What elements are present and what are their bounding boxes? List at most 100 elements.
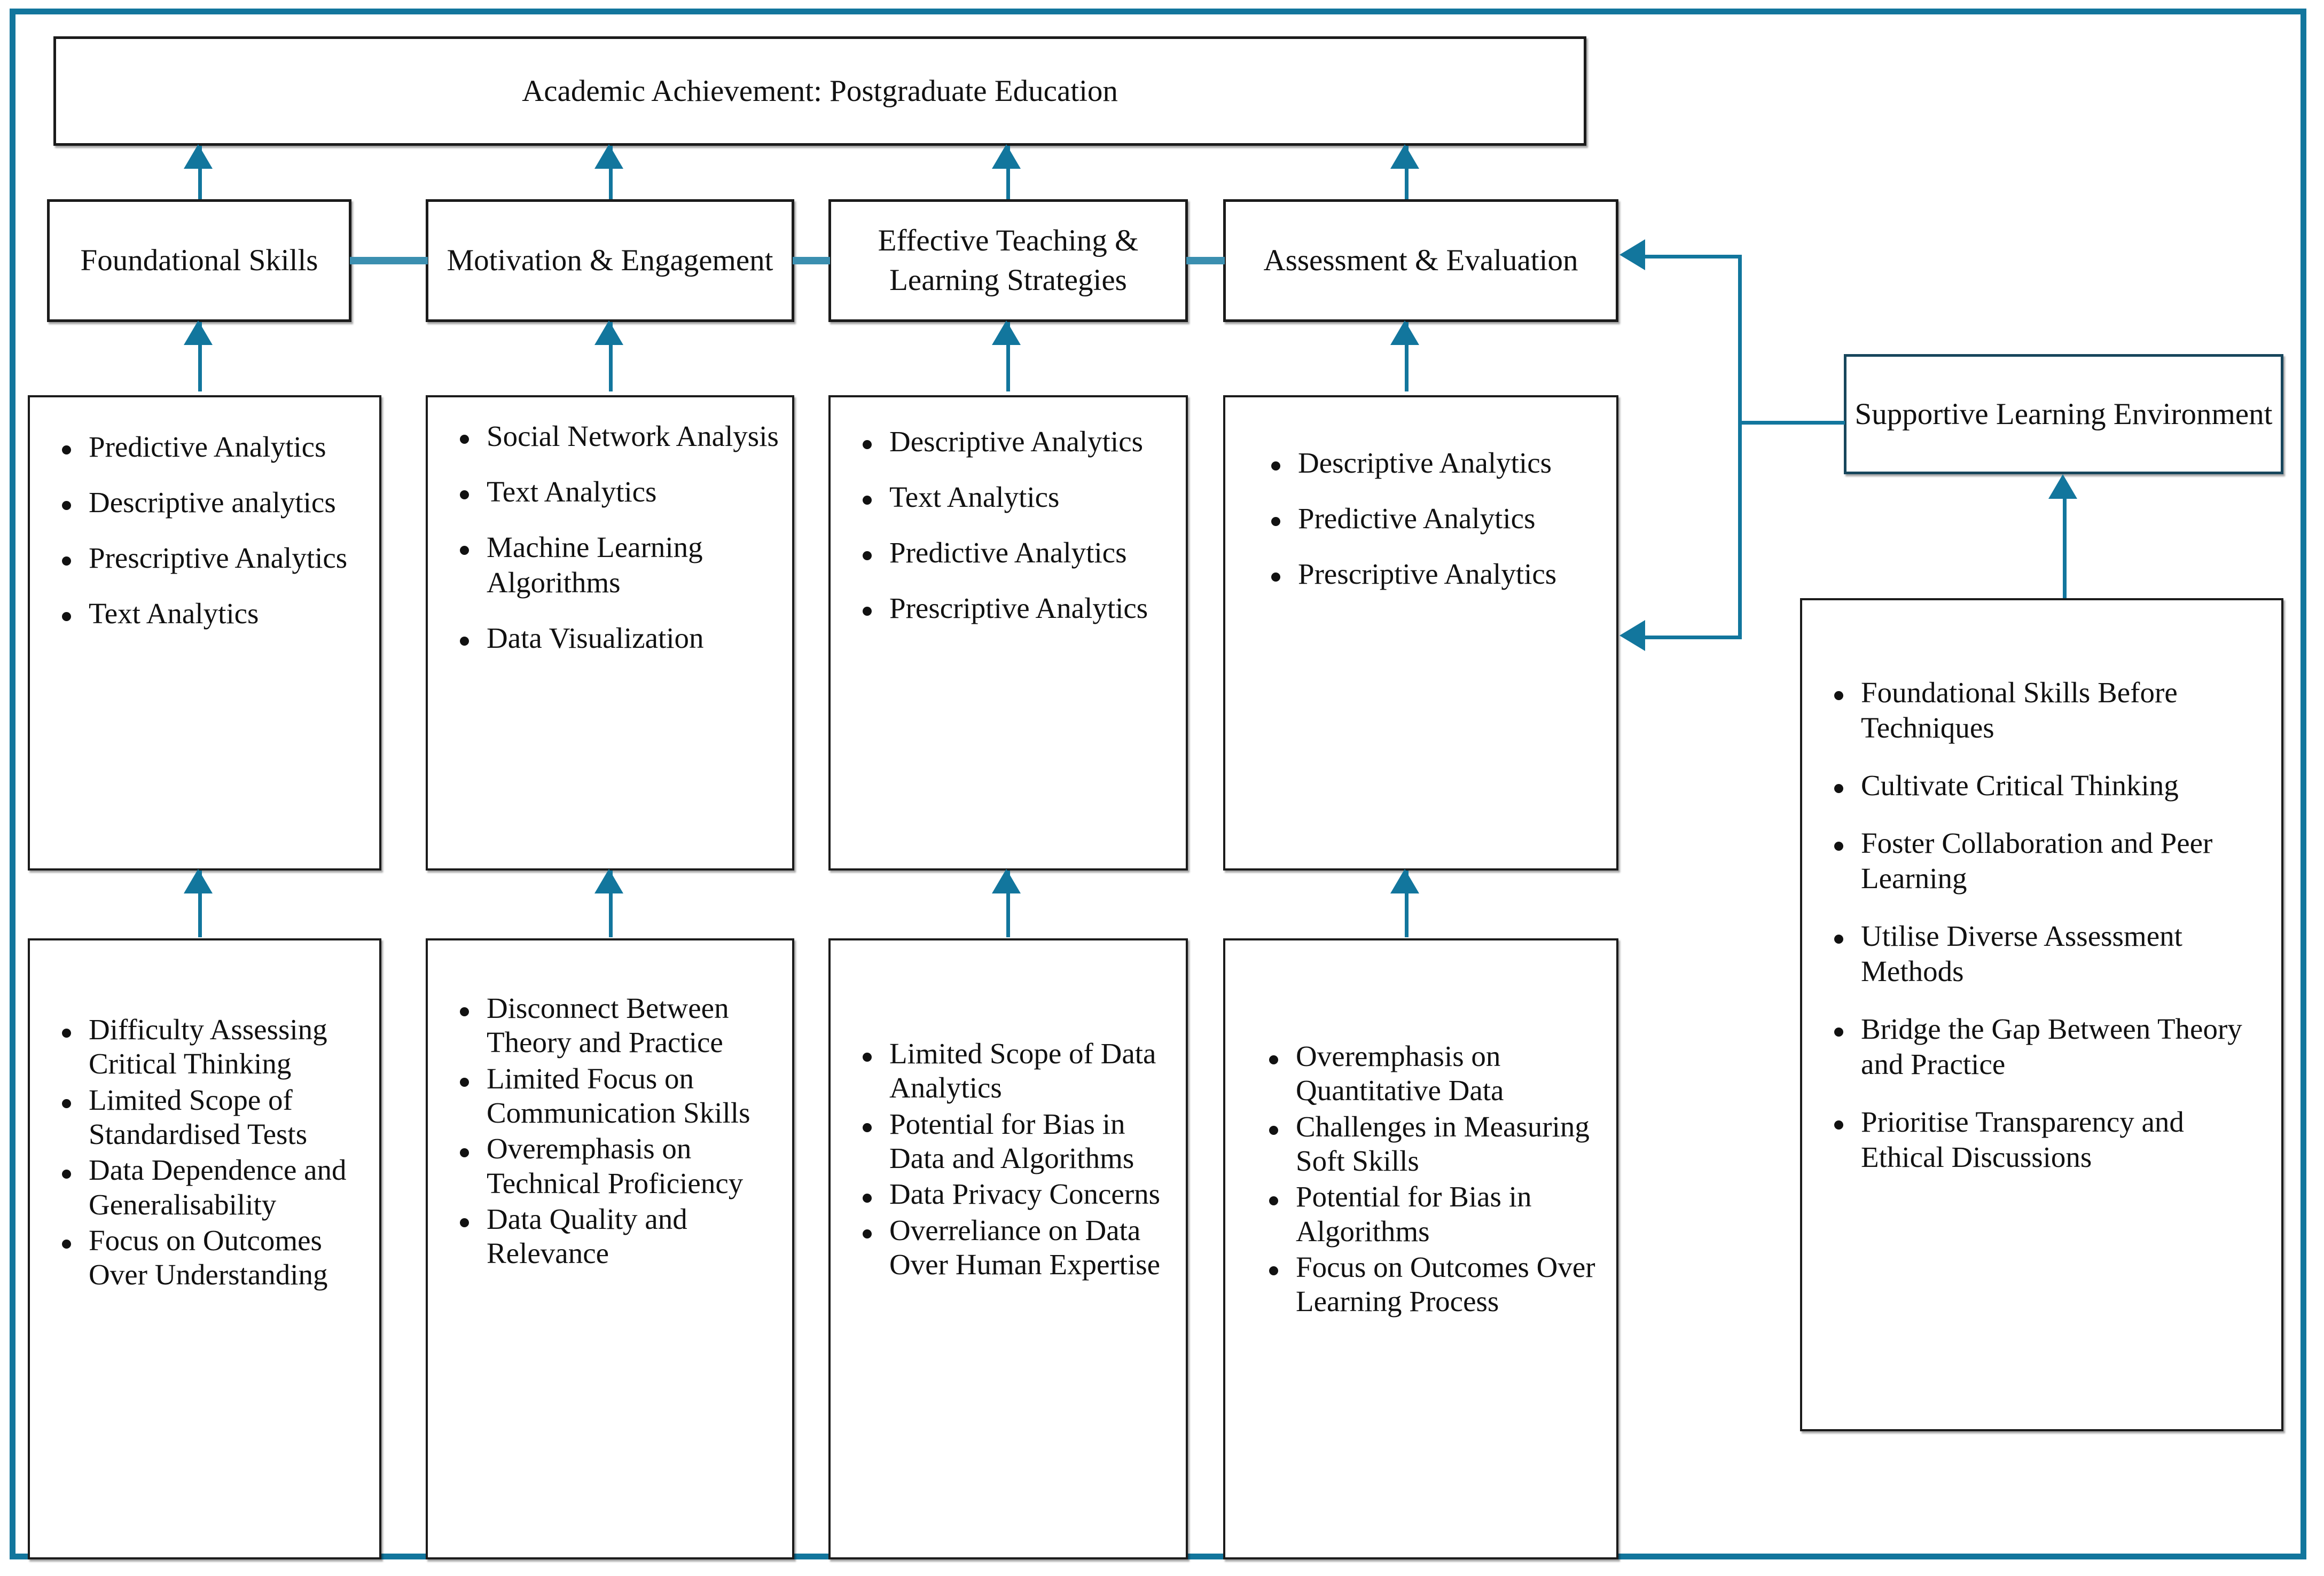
- arrow-up-limitation-4: [1390, 869, 1419, 893]
- limitations-box-assessment-evaluation[interactable]: Overemphasis on Quantitative Data Challe…: [1223, 938, 1618, 1559]
- pillar-link-1-2: [350, 257, 428, 264]
- connector-line-recommendations: [2063, 497, 2067, 598]
- limitations-list-1: Difficulty Assessing Critical Thinking L…: [53, 1013, 370, 1294]
- list-item: Text Analytics: [451, 474, 779, 509]
- arrow-up-analytics-3: [992, 320, 1021, 345]
- feedback-line-to-analytics-4: [1645, 636, 1740, 639]
- list-item: Prescriptive Analytics: [1263, 556, 1603, 592]
- pillar-label: Assessment & Evaluation: [1263, 243, 1578, 277]
- list-item: Data Quality and Relevance: [451, 1202, 783, 1271]
- list-item: Predictive Analytics: [53, 429, 366, 465]
- list-item: Data Visualization: [451, 621, 779, 656]
- analytics-list-3: Descriptive Analytics Text Analytics Pre…: [854, 424, 1173, 646]
- arrow-left-to-assessment-pillar: [1619, 239, 1645, 270]
- connector-line-analytics-2: [609, 322, 613, 391]
- pillar-label: Effective Teaching & Learning Strategies: [878, 223, 1139, 297]
- list-item: Social Network Analysis: [451, 419, 779, 454]
- analytics-box-foundational-skills[interactable]: Predictive Analytics Descriptive analyti…: [28, 395, 381, 871]
- connector-line-pillar-1: [198, 146, 202, 199]
- connector-line-analytics-4: [1405, 322, 1409, 391]
- connector-line-pillar-3: [1006, 146, 1010, 199]
- limitations-list-3: Limited Scope of Data Analytics Potentia…: [854, 1037, 1176, 1283]
- recommendations-list: Foundational Skills Before Techniques Cu…: [1826, 675, 2265, 1197]
- arrow-up-pillar-1: [184, 144, 213, 169]
- top-outcome-box[interactable]: Academic Achievement: Postgraduate Educa…: [53, 36, 1586, 146]
- limitations-box-effective-teaching[interactable]: Limited Scope of Data Analytics Potentia…: [828, 938, 1188, 1559]
- support-title: Supportive Learning Environment: [1854, 397, 2273, 431]
- arrow-up-pillar-4: [1390, 144, 1419, 169]
- list-item: Overemphasis on Technical Proficiency: [451, 1132, 783, 1201]
- list-item: Overemphasis on Quantitative Data: [1261, 1039, 1607, 1108]
- limitations-box-foundational-skills[interactable]: Difficulty Assessing Critical Thinking L…: [28, 938, 381, 1559]
- arrow-up-recommendations: [2048, 474, 2077, 499]
- arrow-up-limitation-2: [594, 869, 623, 893]
- list-item: Data Dependence and Generalisability: [53, 1153, 370, 1222]
- pillar-label: Motivation & Engagement: [447, 243, 773, 277]
- arrow-up-analytics-2: [594, 320, 623, 345]
- list-item: Limited Scope of Standardised Tests: [53, 1083, 370, 1152]
- arrow-up-limitation-3: [992, 869, 1021, 893]
- recommendations-box[interactable]: Foundational Skills Before Techniques Cu…: [1800, 598, 2283, 1431]
- limitations-list-4: Overemphasis on Quantitative Data Challe…: [1261, 1039, 1607, 1321]
- analytics-list-4: Descriptive Analytics Predictive Analyti…: [1263, 445, 1603, 612]
- list-item: Text Analytics: [854, 480, 1173, 515]
- arrow-up-pillar-3: [992, 144, 1021, 169]
- pillar-box-motivation-engagement[interactable]: Motivation & Engagement: [426, 199, 794, 322]
- list-item: Potential for Bias in Data and Algorithm…: [854, 1107, 1176, 1176]
- list-item: Machine Learning Algorithms: [451, 530, 779, 600]
- list-item: Bridge the Gap Between Theory and Practi…: [1826, 1012, 2265, 1082]
- analytics-list-2: Social Network Analysis Text Analytics M…: [451, 419, 779, 676]
- pillar-box-effective-teaching[interactable]: Effective Teaching & Learning Strategies: [828, 199, 1188, 322]
- pillar-label: Foundational Skills: [80, 243, 318, 277]
- list-item: Challenges in Measuring Soft Skills: [1261, 1110, 1607, 1179]
- pillar-link-2-3: [793, 257, 830, 264]
- list-item: Descriptive analytics: [53, 485, 366, 520]
- supportive-learning-environment-box[interactable]: Supportive Learning Environment: [1844, 354, 2283, 474]
- connector-line-pillar-4: [1405, 146, 1409, 199]
- list-item: Predictive Analytics: [1263, 501, 1603, 536]
- connector-line-pillar-2: [609, 146, 613, 199]
- arrow-up-analytics-4: [1390, 320, 1419, 345]
- list-item: Overreliance on Data Over Human Expertis…: [854, 1213, 1176, 1282]
- list-item: Data Privacy Concerns: [854, 1177, 1176, 1211]
- list-item: Focus on Outcomes Over Understanding: [53, 1224, 370, 1292]
- arrow-up-limitation-1: [184, 869, 213, 893]
- analytics-box-motivation-engagement[interactable]: Social Network Analysis Text Analytics M…: [426, 395, 794, 871]
- connector-line-analytics-1: [198, 322, 202, 391]
- limitations-box-motivation-engagement[interactable]: Disconnect Between Theory and Practice L…: [426, 938, 794, 1559]
- feedback-line-to-pillar-4: [1645, 255, 1740, 258]
- connector-line-analytics-3: [1006, 322, 1010, 391]
- pillar-link-3-4: [1186, 257, 1225, 264]
- list-item: Predictive Analytics: [854, 535, 1173, 570]
- feedback-line-horizontal-mid: [1738, 421, 1845, 425]
- list-item: Prioritise Transparency and Ethical Disc…: [1826, 1104, 2265, 1175]
- list-item: Descriptive Analytics: [1263, 445, 1603, 481]
- feedback-line-trunk: [1738, 255, 1742, 639]
- list-item: Cultivate Critical Thinking: [1826, 768, 2265, 803]
- pillar-box-foundational-skills[interactable]: Foundational Skills: [47, 199, 351, 322]
- list-item: Difficulty Assessing Critical Thinking: [53, 1013, 370, 1081]
- connector-line-limitation-3: [1006, 871, 1010, 937]
- list-item: Descriptive Analytics: [854, 424, 1173, 459]
- list-item: Foster Collaboration and Peer Learning: [1826, 826, 2265, 896]
- connector-line-limitation-2: [609, 871, 613, 937]
- list-item: Utilise Diverse Assessment Methods: [1826, 919, 2265, 989]
- list-item: Potential for Bias in Algorithms: [1261, 1180, 1607, 1249]
- connector-line-limitation-1: [198, 871, 202, 937]
- connector-line-limitation-4: [1405, 871, 1409, 937]
- list-item: Foundational Skills Before Techniques: [1826, 675, 2265, 746]
- list-item: Disconnect Between Theory and Practice: [451, 991, 783, 1060]
- analytics-box-effective-teaching[interactable]: Descriptive Analytics Text Analytics Pre…: [828, 395, 1188, 871]
- list-item: Focus on Outcomes Over Learning Process: [1261, 1250, 1607, 1319]
- list-item: Limited Scope of Data Analytics: [854, 1037, 1176, 1105]
- list-item: Limited Focus on Communication Skills: [451, 1062, 783, 1131]
- analytics-list-1: Predictive Analytics Descriptive analyti…: [53, 429, 366, 652]
- list-item: Text Analytics: [53, 596, 366, 631]
- arrow-left-to-assessment-analytics: [1619, 620, 1645, 651]
- analytics-box-assessment-evaluation[interactable]: Descriptive Analytics Predictive Analyti…: [1223, 395, 1618, 871]
- pillar-box-assessment-evaluation[interactable]: Assessment & Evaluation: [1223, 199, 1618, 322]
- arrow-up-analytics-1: [184, 320, 213, 345]
- list-item: Prescriptive Analytics: [854, 591, 1173, 626]
- arrow-up-pillar-2: [594, 144, 623, 169]
